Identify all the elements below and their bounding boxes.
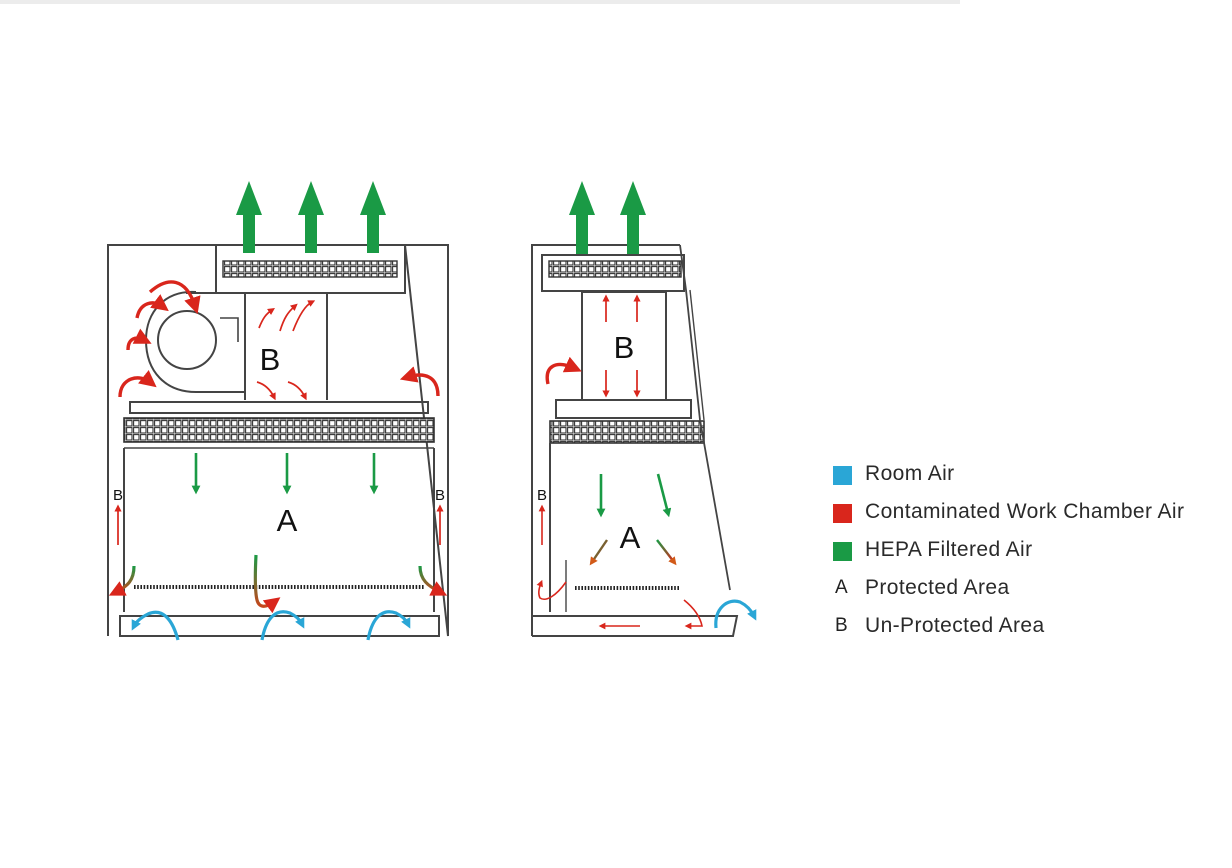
legend-label: Protected Area bbox=[865, 576, 1010, 599]
side-sash bbox=[679, 244, 731, 591]
contaminated-air-arrow bbox=[258, 308, 275, 329]
contaminated-air-arrow bbox=[118, 370, 157, 398]
contaminated-air-arrow bbox=[148, 280, 201, 315]
hepa-exhaust-arrow bbox=[236, 181, 262, 253]
front-label-b-chamber: B bbox=[260, 342, 281, 377]
contaminated-air-arrow bbox=[683, 599, 703, 630]
contaminated-air-arrow bbox=[126, 328, 152, 351]
legend-letter: B bbox=[835, 615, 848, 636]
side-shelf bbox=[555, 399, 692, 419]
side-label-b-chamber: B bbox=[614, 330, 635, 365]
contaminated-air-arrow bbox=[287, 381, 307, 401]
front-supply-filter bbox=[123, 417, 435, 443]
side-plenum-arrows bbox=[602, 294, 641, 398]
front-blower-wheel bbox=[157, 310, 217, 370]
front-base bbox=[119, 615, 440, 637]
hepa-downflow-arrow bbox=[656, 473, 672, 518]
side-downflow-arrows bbox=[596, 473, 672, 518]
front-grille-arrows bbox=[108, 554, 448, 614]
front-plenum-arrows bbox=[256, 300, 316, 401]
side-base bbox=[532, 615, 739, 637]
legend-label: Contaminated Work Chamber Air bbox=[865, 500, 1185, 523]
front-room-air-arrows bbox=[131, 610, 411, 641]
legend-letter: A bbox=[835, 577, 848, 598]
room-air-arrow bbox=[366, 610, 411, 641]
front-exhaust-arrows bbox=[236, 181, 386, 253]
contaminated-air-arrow bbox=[135, 294, 169, 319]
side-exhaust-filter bbox=[548, 260, 682, 278]
front-label-b-right: B bbox=[435, 487, 445, 504]
hepa-exhaust-arrow bbox=[298, 181, 324, 253]
contaminated-air-arrow bbox=[279, 303, 298, 332]
contaminated-air-arrow bbox=[256, 381, 276, 401]
contaminated-swatch bbox=[833, 504, 852, 523]
hepa-exhaust-arrow bbox=[569, 181, 595, 254]
front-view-cabinet bbox=[107, 244, 449, 637]
front-label-a-area: A bbox=[277, 503, 298, 538]
side-return-arrows bbox=[536, 504, 703, 630]
contaminated-air-arrow bbox=[536, 579, 567, 600]
legend-label: HEPA Filtered Air bbox=[865, 538, 1033, 561]
front-downflow-arrows bbox=[191, 453, 379, 495]
legend-label: Room Air bbox=[865, 462, 955, 485]
hepa-swatch bbox=[833, 542, 852, 561]
intake-arrow bbox=[589, 539, 608, 566]
intake-arrow bbox=[253, 554, 281, 614]
contaminated-air-arrow bbox=[545, 356, 582, 385]
front-shelf bbox=[129, 401, 429, 414]
intake-arrow bbox=[418, 565, 448, 596]
room-air-arrow bbox=[260, 610, 305, 641]
hepa-exhaust-arrow bbox=[620, 181, 646, 254]
side-supply-filter bbox=[549, 420, 705, 444]
front-label-b-left: B bbox=[113, 487, 123, 504]
contaminated-air-arrow bbox=[399, 366, 440, 397]
intake-arrow bbox=[108, 565, 136, 596]
hepa-exhaust-arrow bbox=[360, 181, 386, 253]
front-plenum bbox=[244, 293, 328, 400]
front-contaminated-arrows bbox=[118, 280, 440, 398]
front-exhaust-filter bbox=[222, 260, 398, 278]
front-return-arrows bbox=[114, 504, 444, 545]
contaminated-air-arrow bbox=[292, 300, 316, 332]
intake-arrow bbox=[656, 539, 677, 566]
room-air-swatch bbox=[833, 466, 852, 485]
side-label-a-area: A bbox=[620, 520, 641, 555]
top-border bbox=[0, 0, 960, 4]
room-air-arrow bbox=[131, 610, 180, 641]
legend-label: Un-Protected Area bbox=[865, 614, 1045, 637]
room-air-arrow bbox=[714, 599, 757, 629]
side-label-b-left: B bbox=[537, 487, 547, 504]
side-exhaust-arrows bbox=[569, 181, 646, 254]
side-diverging-arrows bbox=[589, 539, 677, 566]
side-view-cabinet bbox=[531, 244, 739, 637]
